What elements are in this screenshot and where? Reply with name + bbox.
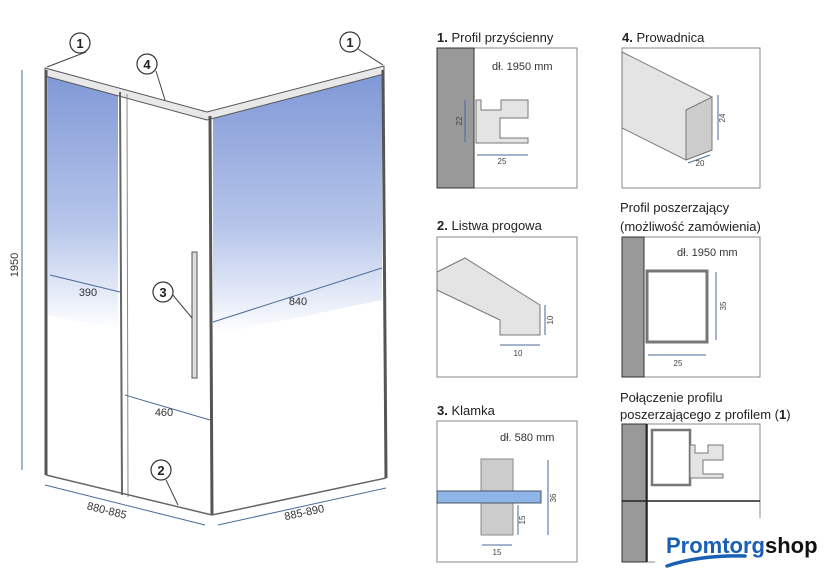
connection-title-2: poszerzającego z profilem (1) <box>620 407 791 422</box>
fixed-glass-panel <box>48 72 118 330</box>
callout-1-right: 1 <box>339 31 361 53</box>
callout-2: 2 <box>150 459 172 481</box>
svg-text:25: 25 <box>674 359 683 368</box>
svg-text:4: 4 <box>143 57 151 72</box>
panel-3-length: dł. 580 mm <box>500 432 554 444</box>
panel-4-title: 4. Prowadnica <box>622 30 705 45</box>
svg-text:24: 24 <box>718 113 727 122</box>
svg-text:22: 22 <box>455 116 464 125</box>
wall-profile-right <box>381 69 388 479</box>
front-width-dim: 880-885 <box>86 500 128 521</box>
panel-1-title: 1. Profil przyścienny <box>437 30 554 45</box>
height-dim: 1950 <box>9 253 21 277</box>
glass-section <box>436 490 542 504</box>
extension-profile-title-2: (możliwość zamówienia) <box>620 219 761 234</box>
door-handle <box>191 251 198 379</box>
side-panel-dim: 840 <box>289 296 307 308</box>
svg-text:15: 15 <box>518 515 527 524</box>
fixed-panel-dim: 390 <box>79 287 97 299</box>
extension-profile-section <box>645 269 709 344</box>
panel-1-length: dł. 1950 mm <box>492 61 553 73</box>
svg-text:20: 20 <box>696 159 705 168</box>
svg-text:1: 1 <box>76 36 83 51</box>
threshold-strip <box>45 474 213 516</box>
svg-text:2: 2 <box>157 463 164 478</box>
svg-text:3: 3 <box>159 285 166 300</box>
svg-text:1: 1 <box>346 35 353 50</box>
door-opening-dim: 460 <box>155 407 173 419</box>
callout-3: 3 <box>152 281 174 303</box>
svg-text:10: 10 <box>546 315 555 324</box>
corner-post <box>208 115 214 516</box>
svg-text:35: 35 <box>719 301 728 310</box>
side-glass-panel <box>213 72 382 335</box>
extension-profile-length: dł. 1950 mm <box>677 247 738 259</box>
svg-text:36: 36 <box>549 493 558 502</box>
svg-text:10: 10 <box>514 349 523 358</box>
extension-profile-box <box>621 236 761 378</box>
extension-profile-title-1: Profil poszerzający <box>620 200 730 215</box>
side-width-dim: 885-890 <box>283 503 325 523</box>
threshold-profile <box>436 257 541 336</box>
fixed-panel-edge <box>119 91 123 496</box>
svg-text:15: 15 <box>493 548 502 557</box>
callout-4: 4 <box>136 53 158 75</box>
svg-text:Promtorgshop: Promtorgshop <box>666 533 818 558</box>
wall-profile-section <box>475 99 529 144</box>
panel-2-title: 2. Listwa progowa <box>437 218 543 233</box>
wall-profile-in-connection <box>689 444 724 479</box>
callout-1-left: 1 <box>69 32 91 54</box>
panel-3-title: 3. Klamka <box>437 403 496 418</box>
promtorgshop-logo: Promtorgshop <box>665 533 818 568</box>
svg-text:25: 25 <box>498 157 507 166</box>
enclosure-drawing <box>21 48 388 526</box>
connection-title-1: Połączenie profilu <box>620 390 723 405</box>
